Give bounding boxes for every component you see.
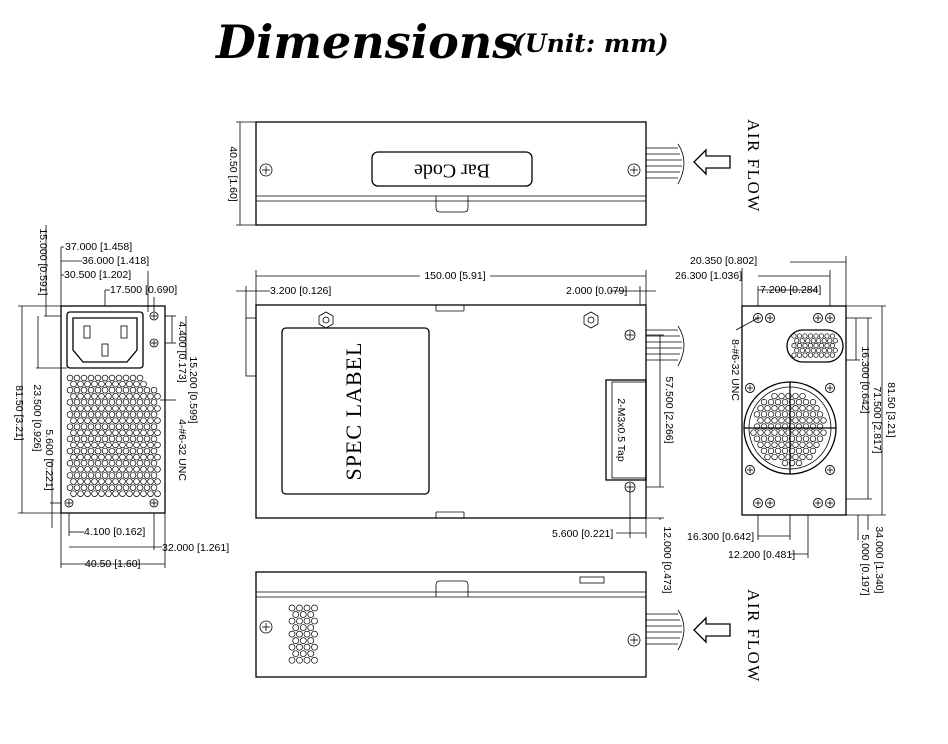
dim-main-5-6: 5.600 [0.221]: [552, 528, 613, 540]
top-view-outline: [255, 121, 647, 226]
dim-left-17-5: 17.500 [0.690]: [110, 284, 177, 296]
top-view: Bar Code 40.50 [1.60] AIR FLOW: [227, 119, 763, 226]
screw-callout-left: 4-#6-32 UNC: [176, 419, 188, 481]
dim-left-36: 36.000 [1.418]: [82, 255, 149, 267]
fan-guard: [743, 381, 837, 475]
dim-main-150: 150.00 [5.91]: [424, 270, 485, 282]
dim-left-15-2: 15.200 [0.599]: [187, 356, 199, 423]
dim-right-16-3v: 16.300 [0.642]: [859, 346, 871, 413]
airflow-arrow-icon: [693, 616, 731, 644]
screw-icon: [753, 498, 763, 508]
dim-top-height: 40.50 [1.60]: [227, 146, 239, 202]
air-flow-label-top: AIR FLOW: [744, 119, 763, 213]
wire-bundle: [646, 143, 685, 185]
dim-main-2: 2.000 [0.079]: [566, 285, 627, 297]
dim-left-32: 32.000 [1.261]: [162, 542, 229, 554]
screw-icon: [745, 383, 755, 393]
bar-code-text: Bar Code: [414, 159, 490, 181]
right-view-outline: [741, 305, 847, 516]
vent-grid: [791, 333, 838, 358]
screw-callout-main: 2-M3x0.5 Tap: [615, 398, 627, 462]
wire-bundle: [646, 609, 685, 651]
vent-grid: [288, 604, 318, 664]
hex-standoff-icon: [583, 311, 599, 329]
hex-standoff-icon: [318, 311, 334, 329]
left-end-view: 37.000 [1.458] 36.000 [1.418] 30.500 [1.…: [13, 225, 229, 570]
dim-right-81-5: 81.50 [3.21]: [885, 382, 897, 438]
main-side-view: SPEC LABEL 2-M3x0.5 Tap: [236, 270, 685, 594]
airflow-arrow-icon: [693, 148, 731, 176]
dim-right-7-2: 7.200 [0.284]: [760, 284, 821, 296]
vent-oval: [786, 329, 844, 363]
screw-icon: [624, 329, 636, 341]
dim-left-5-6: 5.600 [0.221]: [43, 429, 55, 490]
ac-inlet: [66, 311, 144, 369]
spec-label-text: SPEC LABEL: [341, 342, 366, 481]
screw-icon: [813, 498, 823, 508]
screw-icon: [149, 338, 159, 348]
wire-bundle: [646, 325, 685, 367]
dim-left-4-1: 4.100 [0.162]: [84, 526, 145, 538]
dim-left-30-5: 30.500 [1.202]: [64, 269, 131, 281]
screw-icon: [825, 313, 835, 323]
screw-icon: [259, 620, 273, 634]
screw-icon: [765, 498, 775, 508]
dim-main-3-2: 3.200 [0.126]: [270, 285, 331, 297]
dim-left-81-5: 81.50 [3.21]: [13, 385, 25, 441]
main-view-outline: [255, 304, 647, 519]
left-view-outline: [60, 305, 166, 514]
dim-right-16-3h: 16.300 [0.642]: [687, 531, 754, 543]
dim-main-57-5: 57.500 [2.266]: [663, 376, 675, 443]
bar-code-label: [371, 151, 533, 187]
dim-right-26-3: 26.300 [1.036]: [675, 270, 742, 282]
vent-grid: [66, 374, 161, 497]
spec-label: [281, 327, 430, 495]
screw-icon: [64, 498, 74, 508]
dim-left-23-5: 23.500 [0.926]: [31, 384, 43, 451]
screw-icon: [149, 311, 159, 321]
drawing-unit: (Unit: mm): [513, 29, 669, 58]
screw-icon: [745, 465, 755, 475]
screw-callout-right: 8-#6-32 UNC: [729, 339, 741, 401]
screw-icon: [627, 163, 641, 177]
screw-icon: [813, 313, 823, 323]
air-flow-label-bottom: AIR FLOW: [744, 589, 763, 683]
right-end-view: 20.350 [0.802] 26.300 [1.036] 7.200 [0.2…: [675, 255, 897, 596]
screw-icon: [825, 465, 835, 475]
screw-icon: [825, 383, 835, 393]
screw-icon: [149, 498, 159, 508]
dim-right-5: 5.000 [0.197]: [859, 534, 871, 595]
screw-icon: [259, 163, 273, 177]
dim-right-71-5: 71.500 [2.817]: [871, 386, 883, 453]
screw-icon: [765, 313, 775, 323]
bottom-view: AIR FLOW: [255, 571, 763, 683]
dim-right-34: 34.000 [1.340]: [873, 526, 885, 593]
drawing-title: Dimensions: [214, 15, 518, 69]
bottom-view-outline: [255, 571, 647, 678]
dim-right-20-35: 20.350 [0.802]: [690, 255, 757, 267]
dim-main-12: 12.000 [0.473]: [661, 526, 673, 593]
dim-left-40-5: 40.50 [1.60]: [85, 558, 141, 570]
dim-right-12-2: 12.200 [0.481]: [728, 549, 795, 561]
dim-left-15: 15.000 [0.591]: [37, 228, 49, 295]
dim-left-4-4: 4.400 [0.173]: [176, 321, 188, 382]
screw-icon: [825, 498, 835, 508]
screw-icon: [627, 633, 641, 647]
dim-left-37: 37.000 [1.458]: [65, 241, 132, 253]
